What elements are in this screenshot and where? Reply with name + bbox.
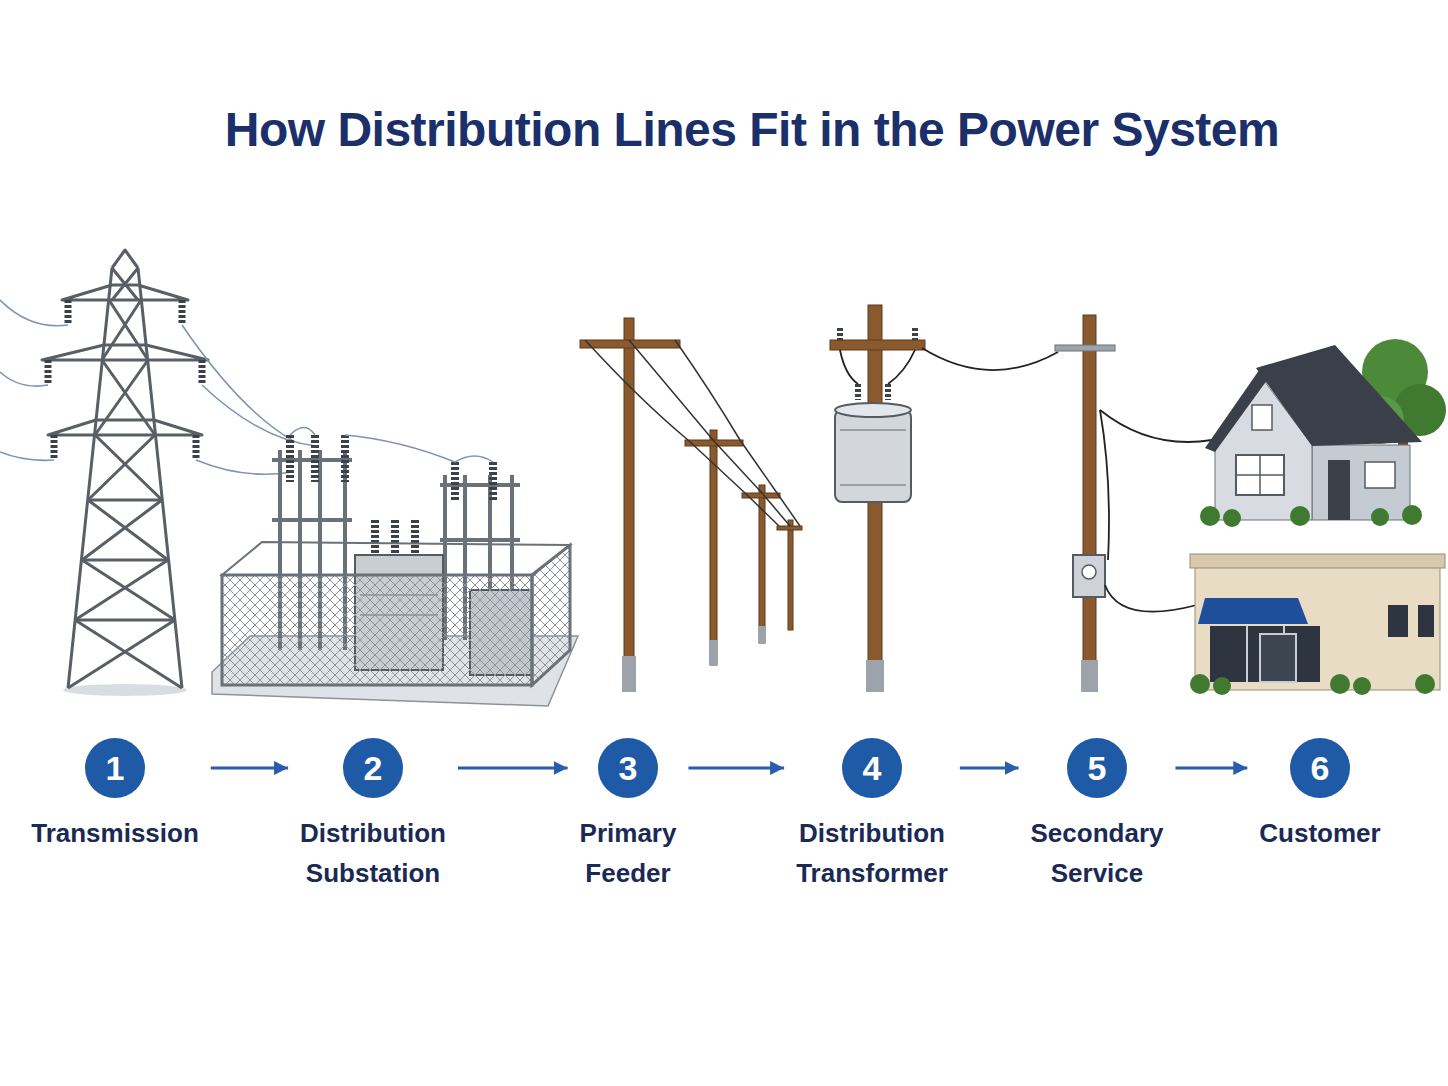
service-pole [1055,315,1212,692]
step-node: 2Distribution Substation [300,738,446,893]
step-circle: 5 [1067,738,1127,798]
step-circle: 4 [842,738,902,798]
flow-arrow [960,767,1019,770]
step-node: 6Customer [1259,738,1380,853]
primary-feeder-poles [580,318,802,692]
step-number: 1 [106,751,125,785]
commercial-building [1190,554,1445,695]
flow-arrow [211,767,288,770]
step-label: Transmission [31,813,199,853]
step-label: Primary Feeder [580,813,677,893]
step-circle: 6 [1290,738,1350,798]
title-block: How Distribution Lines Fit in the Power … [52,102,1448,157]
flow-arrow [688,767,784,770]
step-circle: 3 [598,738,658,798]
step-label: Distribution Substation [300,813,446,893]
step-number: 4 [863,751,882,785]
step-number: 2 [364,751,383,785]
step-label: Secondary Service [1031,813,1164,893]
step-number: 6 [1311,751,1330,785]
step-label: Customer [1259,813,1380,853]
step-node: 1Transmission [31,738,199,853]
step-number: 5 [1088,751,1107,785]
step-circle: 1 [85,738,145,798]
step-label: Distribution Transformer [796,813,948,893]
flow-arrow [458,767,568,770]
distribution-substation [212,428,578,707]
step-number: 3 [619,751,638,785]
step-node: 3Primary Feeder [580,738,677,893]
step-node: 5Secondary Service [1031,738,1164,893]
diagram-title: How Distribution Lines Fit in the Power … [225,103,1279,156]
step-circle: 2 [343,738,403,798]
step-node: 4Distribution Transformer [796,738,948,893]
house [1200,339,1446,527]
transformer-pole [830,305,1058,692]
flow-arrow [1175,767,1247,770]
